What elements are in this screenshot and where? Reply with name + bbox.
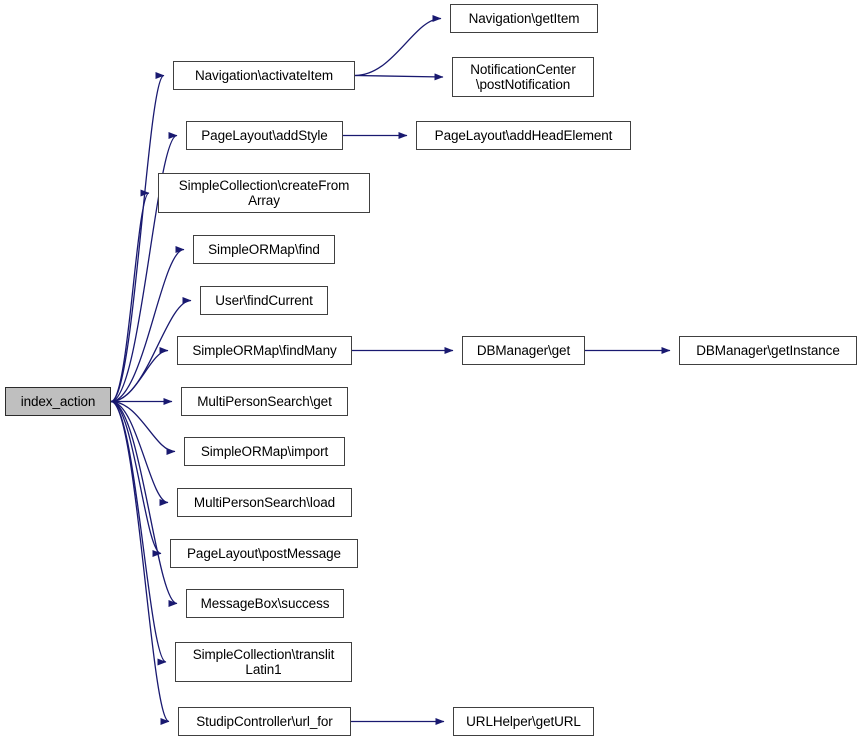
graph-node-mps_get[interactable]: MultiPersonSearch\get (181, 387, 348, 416)
graph-node-pl_addheadelement[interactable]: PageLayout\addHeadElement (416, 121, 631, 150)
graph-edge-index_action-to-sorm_find (110, 246, 185, 403)
graph-node-dbm_getinstance[interactable]: DBManager\getInstance (679, 336, 857, 365)
graph-node-sctrl_url_for[interactable]: StudipController\url_for (178, 707, 351, 736)
graph-edge-index_action-to-sc_createfromarray (110, 189, 150, 403)
graph-node-sc_translitlatin1[interactable]: SimpleCollection\translit Latin1 (175, 642, 352, 682)
graph-node-index_action[interactable]: index_action (5, 387, 111, 416)
graph-edge-index_action-to-mb_success (110, 400, 178, 607)
graph-edge-nav_activateitem-to-nc_postnotification (354, 73, 444, 81)
graph-edge-nav_activateitem-to-nav_getitem (354, 15, 442, 77)
graph-node-dbm_get[interactable]: DBManager\get (462, 336, 585, 365)
graph-node-urlhelper_geturl[interactable]: URLHelper\getURL (453, 707, 594, 736)
graph-edge-index_action-to-nav_activateitem (110, 72, 165, 403)
graph-edge-index_action-to-mps_load (110, 400, 169, 506)
graph-edge-index_action-to-sctrl_url_for (110, 400, 170, 725)
graph-edge-index_action-to-sorm_import (110, 400, 176, 455)
graph-node-pl_postmessage[interactable]: PageLayout\postMessage (170, 539, 358, 568)
graph-node-sorm_import[interactable]: SimpleORMap\import (184, 437, 345, 466)
graph-node-nc_postnotification[interactable]: NotificationCenter \postNotification (452, 57, 594, 97)
graph-node-mb_success[interactable]: MessageBox\success (186, 589, 344, 618)
graph-node-sc_createfromarray[interactable]: SimpleCollection\createFrom Array (158, 173, 370, 213)
graph-node-pl_addstyle[interactable]: PageLayout\addStyle (186, 121, 343, 150)
edge-group (110, 15, 671, 725)
graph-edge-index_action-to-sorm_findmany (110, 347, 169, 403)
graph-edge-index_action-to-pl_postmessage (110, 400, 162, 557)
graph-node-sorm_findmany[interactable]: SimpleORMap\findMany (177, 336, 352, 365)
graph-node-user_findcurrent[interactable]: User\findCurrent (200, 286, 328, 315)
graph-node-nav_getitem[interactable]: Navigation\getItem (450, 4, 598, 33)
graph-node-mps_load[interactable]: MultiPersonSearch\load (177, 488, 352, 517)
graph-node-nav_activateitem[interactable]: Navigation\activateItem (173, 61, 355, 90)
graph-edge-index_action-to-pl_addstyle (110, 132, 178, 403)
graph-node-sorm_find[interactable]: SimpleORMap\find (193, 235, 335, 264)
